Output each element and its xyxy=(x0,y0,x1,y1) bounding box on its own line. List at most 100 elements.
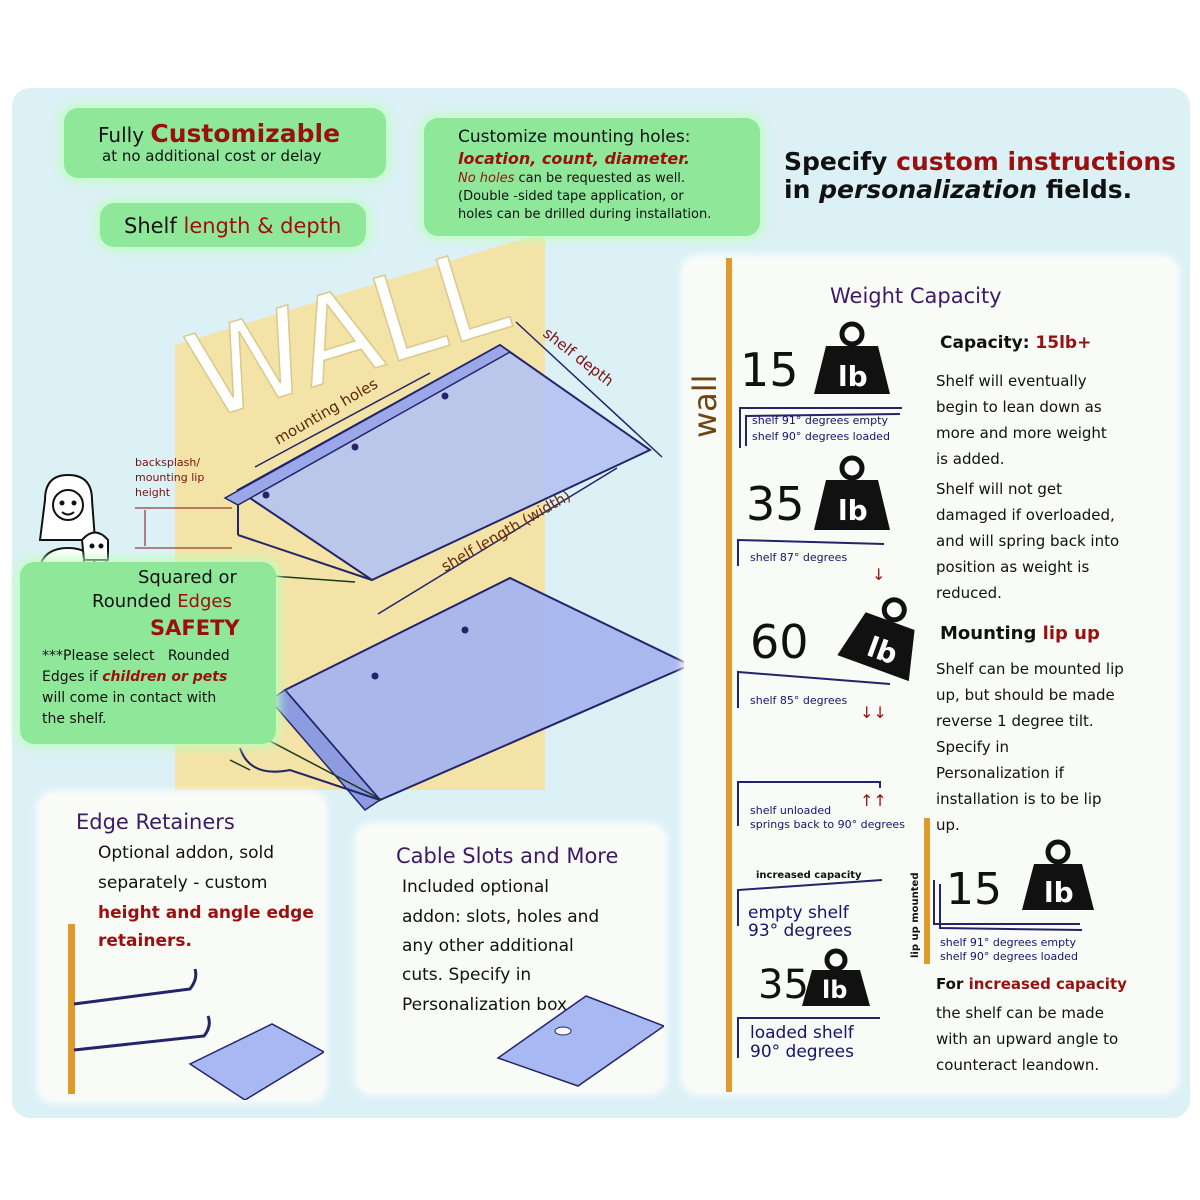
weight-icon-35 xyxy=(814,455,890,530)
upper-shelf xyxy=(223,343,652,582)
squared-or-label: Squared or xyxy=(138,567,237,588)
weight-60-number: 60 xyxy=(750,615,809,669)
cap35-text: shelf 87° degrees xyxy=(750,551,847,564)
shelf-length-depth-box: Shelf length & depth xyxy=(100,203,366,247)
lip-up-wall-bar xyxy=(924,818,930,964)
fields-word: fields. xyxy=(1045,175,1133,204)
edges-line2a: Edges if xyxy=(42,669,98,685)
lip-line-6: installation is to be lip xyxy=(936,790,1102,808)
lip-line-2: up, but should be made xyxy=(936,686,1115,704)
specify-headline-line2: in personalization fields. xyxy=(784,175,1133,205)
mounting-heading: Customize mounting holes: xyxy=(458,127,691,147)
length-depth-label: length & depth xyxy=(183,214,342,238)
edge-retainers-line4: retainers. xyxy=(98,931,192,951)
specify-word: Specify xyxy=(784,147,888,176)
increased-capacity-small-label: increased capacity xyxy=(756,870,862,881)
down-arrow-35-icon: ↓ xyxy=(872,565,885,584)
fully-label: Fully xyxy=(98,123,145,147)
children-pets-label: children or pets xyxy=(102,669,228,685)
damage-line-3: and will spring back into xyxy=(936,532,1120,550)
shelf-label: Shelf xyxy=(124,214,177,238)
cap15-text-b: shelf 90° degrees loaded xyxy=(752,430,890,443)
cable-slot-illustration xyxy=(496,995,664,1087)
lip-line-4: Specify in xyxy=(936,738,1010,756)
edge-retainers-line1: Optional addon, sold xyxy=(98,843,275,863)
edges-line3: will come in contact with xyxy=(42,690,217,706)
lip-line-1: Shelf can be mounted lip xyxy=(936,660,1124,678)
for-label: For xyxy=(936,975,964,993)
cap-line-2: begin to lean down as xyxy=(936,398,1102,416)
no-holes-label: No holes xyxy=(458,171,515,186)
backsplash-label-3: height xyxy=(135,486,171,499)
lip-up-label: lip up xyxy=(1042,623,1100,644)
inc-line-3: counteract leandown. xyxy=(936,1056,1100,1074)
edge-retainers-line3: height and angle edge xyxy=(98,903,314,923)
personalization-word: personalization xyxy=(819,175,1038,204)
mounting-holes-dimension xyxy=(254,372,431,468)
cap60-text: shelf 85° degrees xyxy=(750,694,847,707)
lb-label-35b: lb xyxy=(822,976,847,1004)
lip-up-mounted-label: lip up mounted xyxy=(910,872,921,958)
mounting-line4: holes can be drilled during installation… xyxy=(458,207,712,222)
cable-slots-line4: cuts. Specify in xyxy=(402,965,532,985)
down-arrows-60-icon: ↓↓ xyxy=(860,703,887,722)
cap-line-1: Shelf will eventually xyxy=(936,372,1087,390)
lip15-text-a: shelf 91° degrees empty xyxy=(940,936,1076,949)
edges-label: Edges xyxy=(177,591,232,612)
weight-icon-15b xyxy=(1022,839,1094,910)
cap-line-3: more and more weight xyxy=(936,424,1107,442)
cable-slots-line1: Included optional xyxy=(402,877,549,897)
edges-line4: the shelf. xyxy=(42,711,107,727)
cable-slots-line2: addon: slots, holes and xyxy=(402,907,600,927)
increased-capacity-description: the shelf can be made with an upward ang… xyxy=(936,1000,1118,1078)
unloaded-text-b: springs back to 90° degrees xyxy=(750,818,905,831)
mounting-line3: (Double -sided tape application, or xyxy=(458,189,684,204)
mounting-label: Mounting xyxy=(940,623,1037,644)
in-word: in xyxy=(784,175,811,204)
inc-line-1: the shelf can be made xyxy=(936,1004,1104,1022)
damage-line-2: damaged if overloaded, xyxy=(936,506,1115,524)
weight-icon-15 xyxy=(814,321,890,394)
edge-retainer-illustration xyxy=(68,924,324,1100)
empty-shelf-degrees: 93° degrees xyxy=(748,921,852,941)
rounded-label: Rounded xyxy=(92,591,172,612)
shelf-depth-dimension xyxy=(515,321,663,458)
lip-up-description: Shelf can be mounted lip up, but should … xyxy=(936,656,1124,838)
capacity-description: Shelf will eventually begin to lean down… xyxy=(936,368,1107,472)
safety-label: SAFETY xyxy=(150,616,240,640)
unloaded-text-a: shelf unloaded xyxy=(750,804,831,817)
lower-shelf xyxy=(239,576,693,811)
backsplash-label-2: mounting lip xyxy=(135,471,204,484)
lip-line-5: Personalization if xyxy=(936,764,1064,782)
damage-line-5: reduced. xyxy=(936,584,1002,602)
cable-slots-title: Cable Slots and More xyxy=(396,844,619,868)
damage-line-1: Shelf will not get xyxy=(936,480,1062,498)
no-holes-rest: can be requested as well. xyxy=(518,171,686,186)
weight-diagram: wall 15 lb shelf 91° degrees empty shelf… xyxy=(686,258,1094,1092)
no-cost-label: at no additional cost or delay xyxy=(102,147,322,165)
cable-slots-card: Cable Slots and More Included optional a… xyxy=(358,826,664,1092)
edges-line1: ***Please select Rounded xyxy=(42,648,230,664)
loaded-shelf-label: loaded shelf xyxy=(750,1023,855,1043)
weight-icon-35b xyxy=(802,948,870,1006)
wall-bar xyxy=(726,258,732,1092)
customizable-label: Customizable xyxy=(150,119,341,148)
loaded-shelf-degrees: 90° degrees xyxy=(750,1042,854,1062)
capacity-label: Capacity: xyxy=(940,333,1030,353)
damage-description: Shelf will not get damaged if overloaded… xyxy=(936,476,1119,606)
up-arrows-icon: ↑↑ xyxy=(860,791,887,810)
weight-icon-60 xyxy=(837,597,915,682)
inc-line-2: with an upward angle to xyxy=(936,1030,1119,1048)
cap15-text-a: shelf 91° degrees empty xyxy=(752,414,888,427)
specify-headline-line1: Specify custom instructions xyxy=(784,147,1176,177)
edge-retainers-line2: separately - custom xyxy=(98,873,268,893)
empty-shelf-label: empty shelf xyxy=(748,903,850,923)
damage-line-4: position as weight is xyxy=(936,558,1090,576)
lb-label-35: lb xyxy=(838,494,868,527)
edge-retainers-card: Edge Retainers Optional addon, sold sepa… xyxy=(40,794,324,1100)
wall-vertical-label: wall xyxy=(686,374,724,438)
mounting-holes-box: Customize mounting holes: location, coun… xyxy=(424,118,760,236)
weight-35-number: 35 xyxy=(746,477,805,531)
edge-retainers-title: Edge Retainers xyxy=(76,810,235,834)
increased-capacity-label: increased capacity xyxy=(968,975,1127,993)
